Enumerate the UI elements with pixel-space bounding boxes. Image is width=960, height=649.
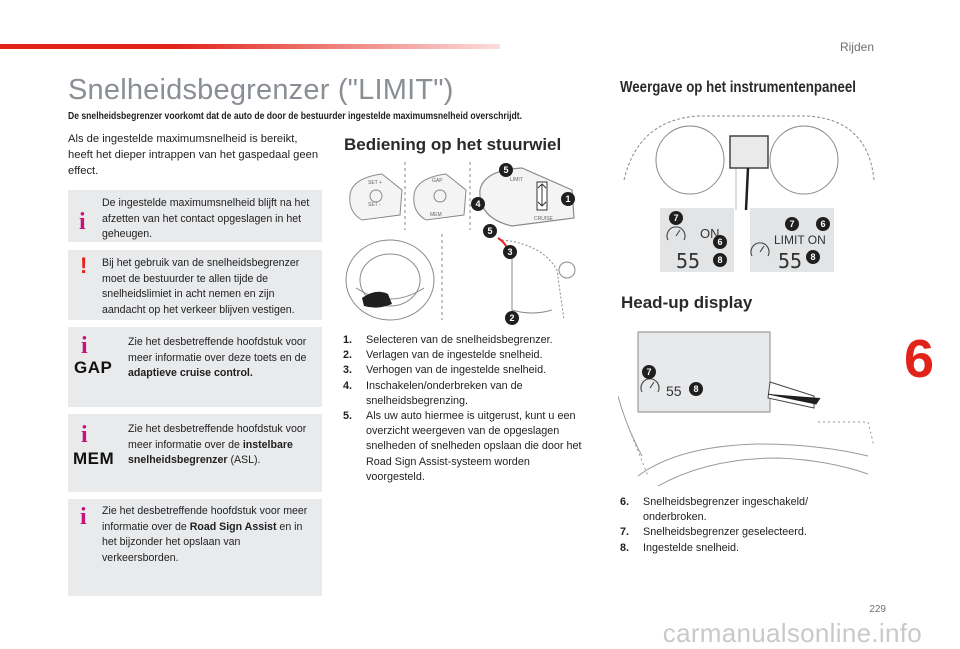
- callout-7a: [669, 211, 683, 225]
- callout-7c: [642, 365, 656, 379]
- info-icon: i: [81, 422, 88, 448]
- stalk-set-minus-label: SET -: [368, 202, 381, 208]
- page-title: Snelheidsbegrenzer ("LIMIT"): [68, 74, 454, 106]
- callout-8c: [689, 382, 703, 396]
- svg-text:8: 8: [810, 252, 815, 262]
- stalk-set-plus-label: SET +: [368, 180, 382, 186]
- chapter-number: 6: [903, 329, 934, 389]
- callout-6a: [713, 235, 727, 249]
- gap-note-text: Zie het desbetreffende hoofdstuk voor me…: [128, 336, 307, 379]
- info-icon: i: [80, 504, 87, 530]
- road-sign-note: i Zie het desbetreffende hoofdstuk voor …: [68, 499, 322, 596]
- info-icon: i: [79, 209, 86, 235]
- road-sign-note-text: Zie het desbetreffende hoofdstuk voor me…: [102, 505, 308, 564]
- list-item: 7.Snelheidsbegrenzer geselecteerd.: [620, 526, 807, 539]
- list-item: 1.Selecteren van de snelheidsbegrenzer.: [343, 334, 553, 346]
- stalk-cruise-label: CRUISE: [534, 216, 554, 222]
- header-accent-bar: [0, 44, 500, 49]
- list-item: 3.Verhogen van de ingestelde snelheid.: [343, 364, 547, 377]
- steering-illustration: SET + SET - GAP MEM LIMIT CRUISE 1 2 3 4…: [345, 162, 576, 325]
- stalk-limit-label: LIMIT: [510, 177, 523, 183]
- page-number: 229: [869, 604, 886, 615]
- svg-text:2: 2: [509, 313, 514, 323]
- hud-list: 6.Snelheidsbegrenzer ingeschakeld/ onder…: [620, 495, 850, 556]
- callout-6b: [816, 217, 830, 231]
- speedometer-icon: [640, 378, 660, 393]
- cluster-screen: [729, 135, 769, 169]
- svg-text:7: 7: [646, 367, 651, 377]
- mem-note-text: Zie het desbetreffende hoofdstuk voor me…: [128, 423, 307, 466]
- svg-text:6: 6: [820, 219, 825, 229]
- warning-note: ! Bij het gebruik van de snelheidsbegren…: [68, 250, 322, 320]
- cluster-panel-1-speed: 55: [676, 249, 700, 273]
- svg-text:1: 1: [565, 194, 570, 204]
- section-name: Rijden: [839, 40, 874, 54]
- callout-2: [505, 311, 519, 325]
- callout-5a: [499, 163, 513, 177]
- info-icon: i: [81, 333, 88, 359]
- hud-heading: Head-up display: [621, 293, 753, 312]
- hand-icon: [362, 291, 392, 308]
- cluster-illustration: ON 55 LIMIT ON 55 7 6 8 7 6 8: [623, 115, 875, 273]
- list-item: 5.Als uw auto hiermee is uitgerust, kunt…: [343, 410, 582, 483]
- speedometer-icon: [666, 226, 686, 241]
- stalk-mem-label: MEM: [430, 212, 442, 218]
- svg-text:8: 8: [693, 384, 698, 394]
- callout-3: [503, 245, 517, 259]
- callout-8a: [713, 253, 727, 267]
- page-subtitle: De snelheidsbegrenzer voorkomt dat de au…: [68, 111, 522, 122]
- watermark: carmanualsonline.info: [662, 618, 922, 648]
- list-item: 4.Inschakelen/onderbreken van de snelhei…: [343, 379, 523, 407]
- svg-text:4: 4: [475, 199, 480, 209]
- callout-4: [471, 197, 485, 211]
- cluster-panel-2-speed: 55: [778, 249, 802, 273]
- callout-7b: [785, 217, 799, 231]
- memory-note-text: De ingestelde maximumsnelheid blijft na …: [102, 197, 310, 240]
- callout-1: [561, 192, 575, 206]
- svg-text:8: 8: [717, 255, 722, 265]
- svg-text:3: 3: [507, 247, 512, 257]
- svg-text:5: 5: [487, 226, 492, 236]
- callout-8b: [806, 250, 820, 264]
- list-item: 6.Snelheidsbegrenzer ingeschakeld/ onder…: [620, 496, 809, 524]
- hud-illustration: 55 7 8: [618, 331, 875, 487]
- cluster-heading: Weergave op het instrumentenpaneel: [620, 79, 856, 96]
- steering-list: 1.Selecteren van de snelheidsbegrenzer. …: [343, 333, 583, 485]
- hud-screen: [637, 331, 771, 413]
- svg-text:5: 5: [503, 165, 508, 175]
- svg-text:6: 6: [717, 237, 722, 247]
- list-item: 8.Ingestelde snelheid.: [620, 541, 740, 554]
- mem-tag: MEM: [73, 449, 115, 468]
- intro-paragraph: Als de ingestelde maximumsnelheid is ber…: [68, 133, 319, 177]
- hud-speed: 55: [666, 383, 682, 399]
- warning-exclamation-icon: !: [80, 253, 88, 278]
- svg-text:7: 7: [673, 213, 678, 223]
- memory-note: i De ingestelde maximumsnelheid blijft n…: [68, 190, 322, 242]
- cluster-panel-2-status: LIMIT ON: [774, 233, 826, 247]
- steering-heading: Bediening op het stuurwiel: [344, 135, 562, 154]
- speedometer-icon: [750, 242, 770, 257]
- list-item: 2.Verlagen van de ingestelde snelheid.: [343, 349, 543, 362]
- warning-note-text: Bij het gebruik van de snelheidsbegrenze…: [102, 257, 300, 316]
- callout-5b: [483, 224, 497, 238]
- stalk-gap-label: GAP: [432, 178, 443, 184]
- mem-note: i MEM Zie het desbetreffende hoofdstuk v…: [68, 414, 322, 492]
- cluster-panel-1-status: ON: [700, 226, 720, 241]
- gap-tag: GAP: [74, 358, 113, 377]
- gap-note: i GAP Zie het desbetreffende hoofdstuk v…: [68, 327, 322, 407]
- svg-text:7: 7: [789, 219, 794, 229]
